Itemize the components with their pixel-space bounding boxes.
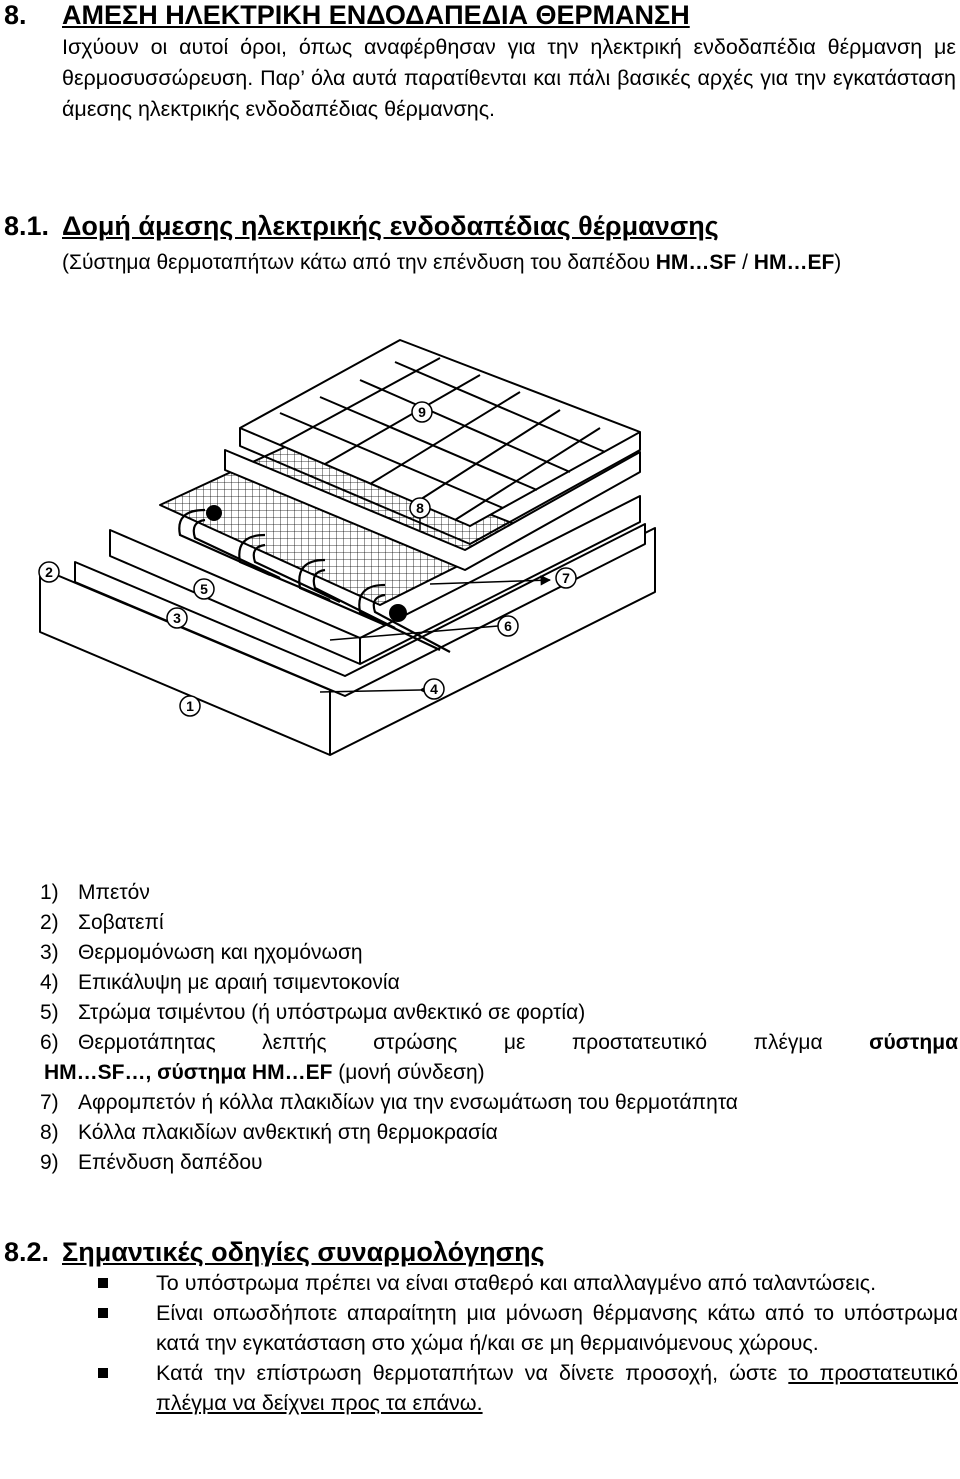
instruction-text: Το υπόστρωμα πρέπει να είναι σταθερό και… [156,1271,877,1295]
instruction-text: Είναι οπωσδήποτε απαραίτητη μια μόνωση θ… [156,1301,958,1355]
legend-text: Κόλλα πλακιδίων ανθεκτική στη θερμοκρασί… [78,1121,498,1144]
section-title: Δομή άμεσης ηλεκτρικής ενδοδαπέδιας θέρμ… [62,211,719,241]
legend-item: 8) Κόλλα πλακιδίων ανθεκτική στη θερμοκρα… [40,1118,958,1148]
callout-2: 2 [38,561,60,583]
bullet-square-icon [98,1278,108,1288]
callout-label: 3 [173,610,181,626]
callout-label: 2 [45,564,53,580]
instruction-underlined-text: το προστατευτικό πλέγμα να δείχνει προς … [156,1361,958,1415]
legend-item: 7) Αφρομπετόν ή κόλλα πλακιδίων για την ε… [40,1088,958,1118]
legend-text: HM…SF…, σύστημα HM…EF (μονή σύνδεση) [44,1058,485,1088]
tile-adhesive-layer [224,449,641,571]
cable-joint [389,604,407,622]
section-8-2-heading: 8.2. Σημαντικές οδηγίες συναρμολόγησης [4,1236,545,1268]
subtitle-close: ) [834,251,842,274]
section-number: 8. [4,0,27,30]
instruction-item: Είναι οπωσδήποτε απαραίτητη μια μόνωση θ… [90,1298,958,1358]
section-8-1-heading: 8.1. Δομή άμεσης ηλεκτρικής ενδοδαπέδιας … [4,210,719,242]
layers-legend: 1) Μπετόν 2) Σοβατεπί 3) Θερμομόνωση και ηχ… [40,878,958,1178]
subtitle-text: (Σύστημα θερμοταπήτων κάτω από την επένδ… [62,251,656,274]
callout-3: 3 [166,607,188,629]
instruction-item: Το υπόστρωμα πρέπει να είναι σταθερό και… [90,1268,958,1298]
callout-label: 1 [186,698,194,714]
legend-number: 7) [40,1091,59,1114]
legend-number: 9) [40,1151,59,1174]
legend-item: 2) Σοβατεπί [40,908,958,938]
legend-bold-part: σύστημα [869,1031,958,1054]
legend-number: 1) [40,881,59,904]
legend-text: Στρώμα τσιμέντου (ή υπόστρωμα ανθεκτικό … [78,1001,586,1024]
insulation-layer [74,523,646,697]
callout-8: 8 [409,497,431,519]
legend-text: Αφρομπετόν ή κόλλα πλακιδίων για την ενσ… [78,1091,738,1114]
callout-4: 4 [423,678,445,700]
section-8-heading: 8. ΑΜΕΣΗ ΗΛΕΚΤΡΙΚΗ ΕΝΔΟΔΑΠΕΔΙΑ ΘΕΡΜΑΝΣΗ [4,0,690,30]
section-title: Σημαντικές οδηγίες συναρμολόγησης [62,1237,545,1267]
section-8-intro: Ισχύουν οι αυτοί όροι, όπως αναφέρθησαν … [62,35,956,121]
legend-text: Επικάλυψη με αραιή τσιμεντοκονία [78,971,400,994]
callout-6: 6 [497,615,519,637]
subtitle-separator: / [736,251,754,274]
callout-label: 9 [418,404,426,420]
legend-number: 3) [40,941,59,964]
legend-item-continuation: HM…SF…, σύστημα HM…EF (μονή σύνδεση) [40,1058,958,1088]
legend-text: Θερμοτάπητας λεπτής στρώσης με προστατευ… [78,1028,958,1058]
legend-text: Επένδυση δαπέδου [78,1151,263,1174]
bullet-square-icon [98,1308,108,1318]
legend-number: 4) [40,971,59,994]
instructions-list: Το υπόστρωμα πρέπει να είναι σταθερό και… [90,1268,958,1418]
floor-heating-layers-diagram: 9 8 7 6 5 4 3 2 1 [38,339,656,756]
instruction-item: Κατά την επίστρωση θερμοταπήτων να δίνετ… [90,1358,958,1418]
section-number: 8.2. [4,1237,50,1267]
callout-label: 6 [504,618,512,634]
callout-label: 7 [562,570,570,586]
legend-item: 1) Μπετόν [40,878,958,908]
instruction-text: Κατά την επίστρωση θερμοταπήτων να δίνετ… [156,1361,789,1385]
callout-label: 5 [200,581,208,597]
callout-label: 8 [416,500,424,516]
subtitle-product-ef: HM…EF [753,251,835,274]
legend-text: Μπετόν [78,881,150,904]
legend-text-part: (μονή σύνδεση) [332,1061,485,1084]
legend-text-part: Θερμοτάπητας λεπτής στρώσης με προστατευ… [78,1031,870,1054]
callout-label: 4 [430,681,438,697]
legend-item: 5) Στρώμα τσιμέντου (ή υπόστρωμα ανθεκτικ… [40,998,958,1028]
legend-text: Θερμομόνωση και ηχομόνωση [78,941,363,964]
legend-number: 2) [40,911,59,934]
legend-item: 6) Θερμοτάπητας λεπτής στρώσης με προστατ… [40,1028,958,1058]
subtitle-product-sf: HM…SF [655,251,737,274]
callout-7: 7 [555,567,577,589]
legend-item: 4) Επικάλυψη με αραιή τσιμεντοκονία [40,968,958,998]
section-title: ΑΜΕΣΗ ΗΛΕΚΤΡΙΚΗ ΕΝΔΟΔΑΠΕΔΙΑ ΘΕΡΜΑΝΣΗ [62,0,690,30]
bullet-square-icon [98,1368,108,1378]
legend-number: 5) [40,1001,59,1024]
section-8-1-subtitle: (Σύστημα θερμοταπήτων κάτω από την επένδ… [62,246,958,279]
callout-1: 1 [179,695,201,717]
callout-5: 5 [193,578,215,600]
legend-text: Σοβατεπί [78,911,164,934]
cable-joint [206,505,222,521]
callout-9: 9 [411,401,433,423]
legend-item: 9) Επένδυση δαπέδου [40,1148,958,1178]
legend-bold-part: HM…SF…, σύστημα HM…EF [44,1061,333,1084]
section-number: 8.1. [4,211,50,241]
legend-number: 8) [40,1121,59,1144]
legend-item: 3) Θερμομόνωση και ηχομόνωση [40,938,958,968]
legend-number: 6) [40,1031,59,1054]
